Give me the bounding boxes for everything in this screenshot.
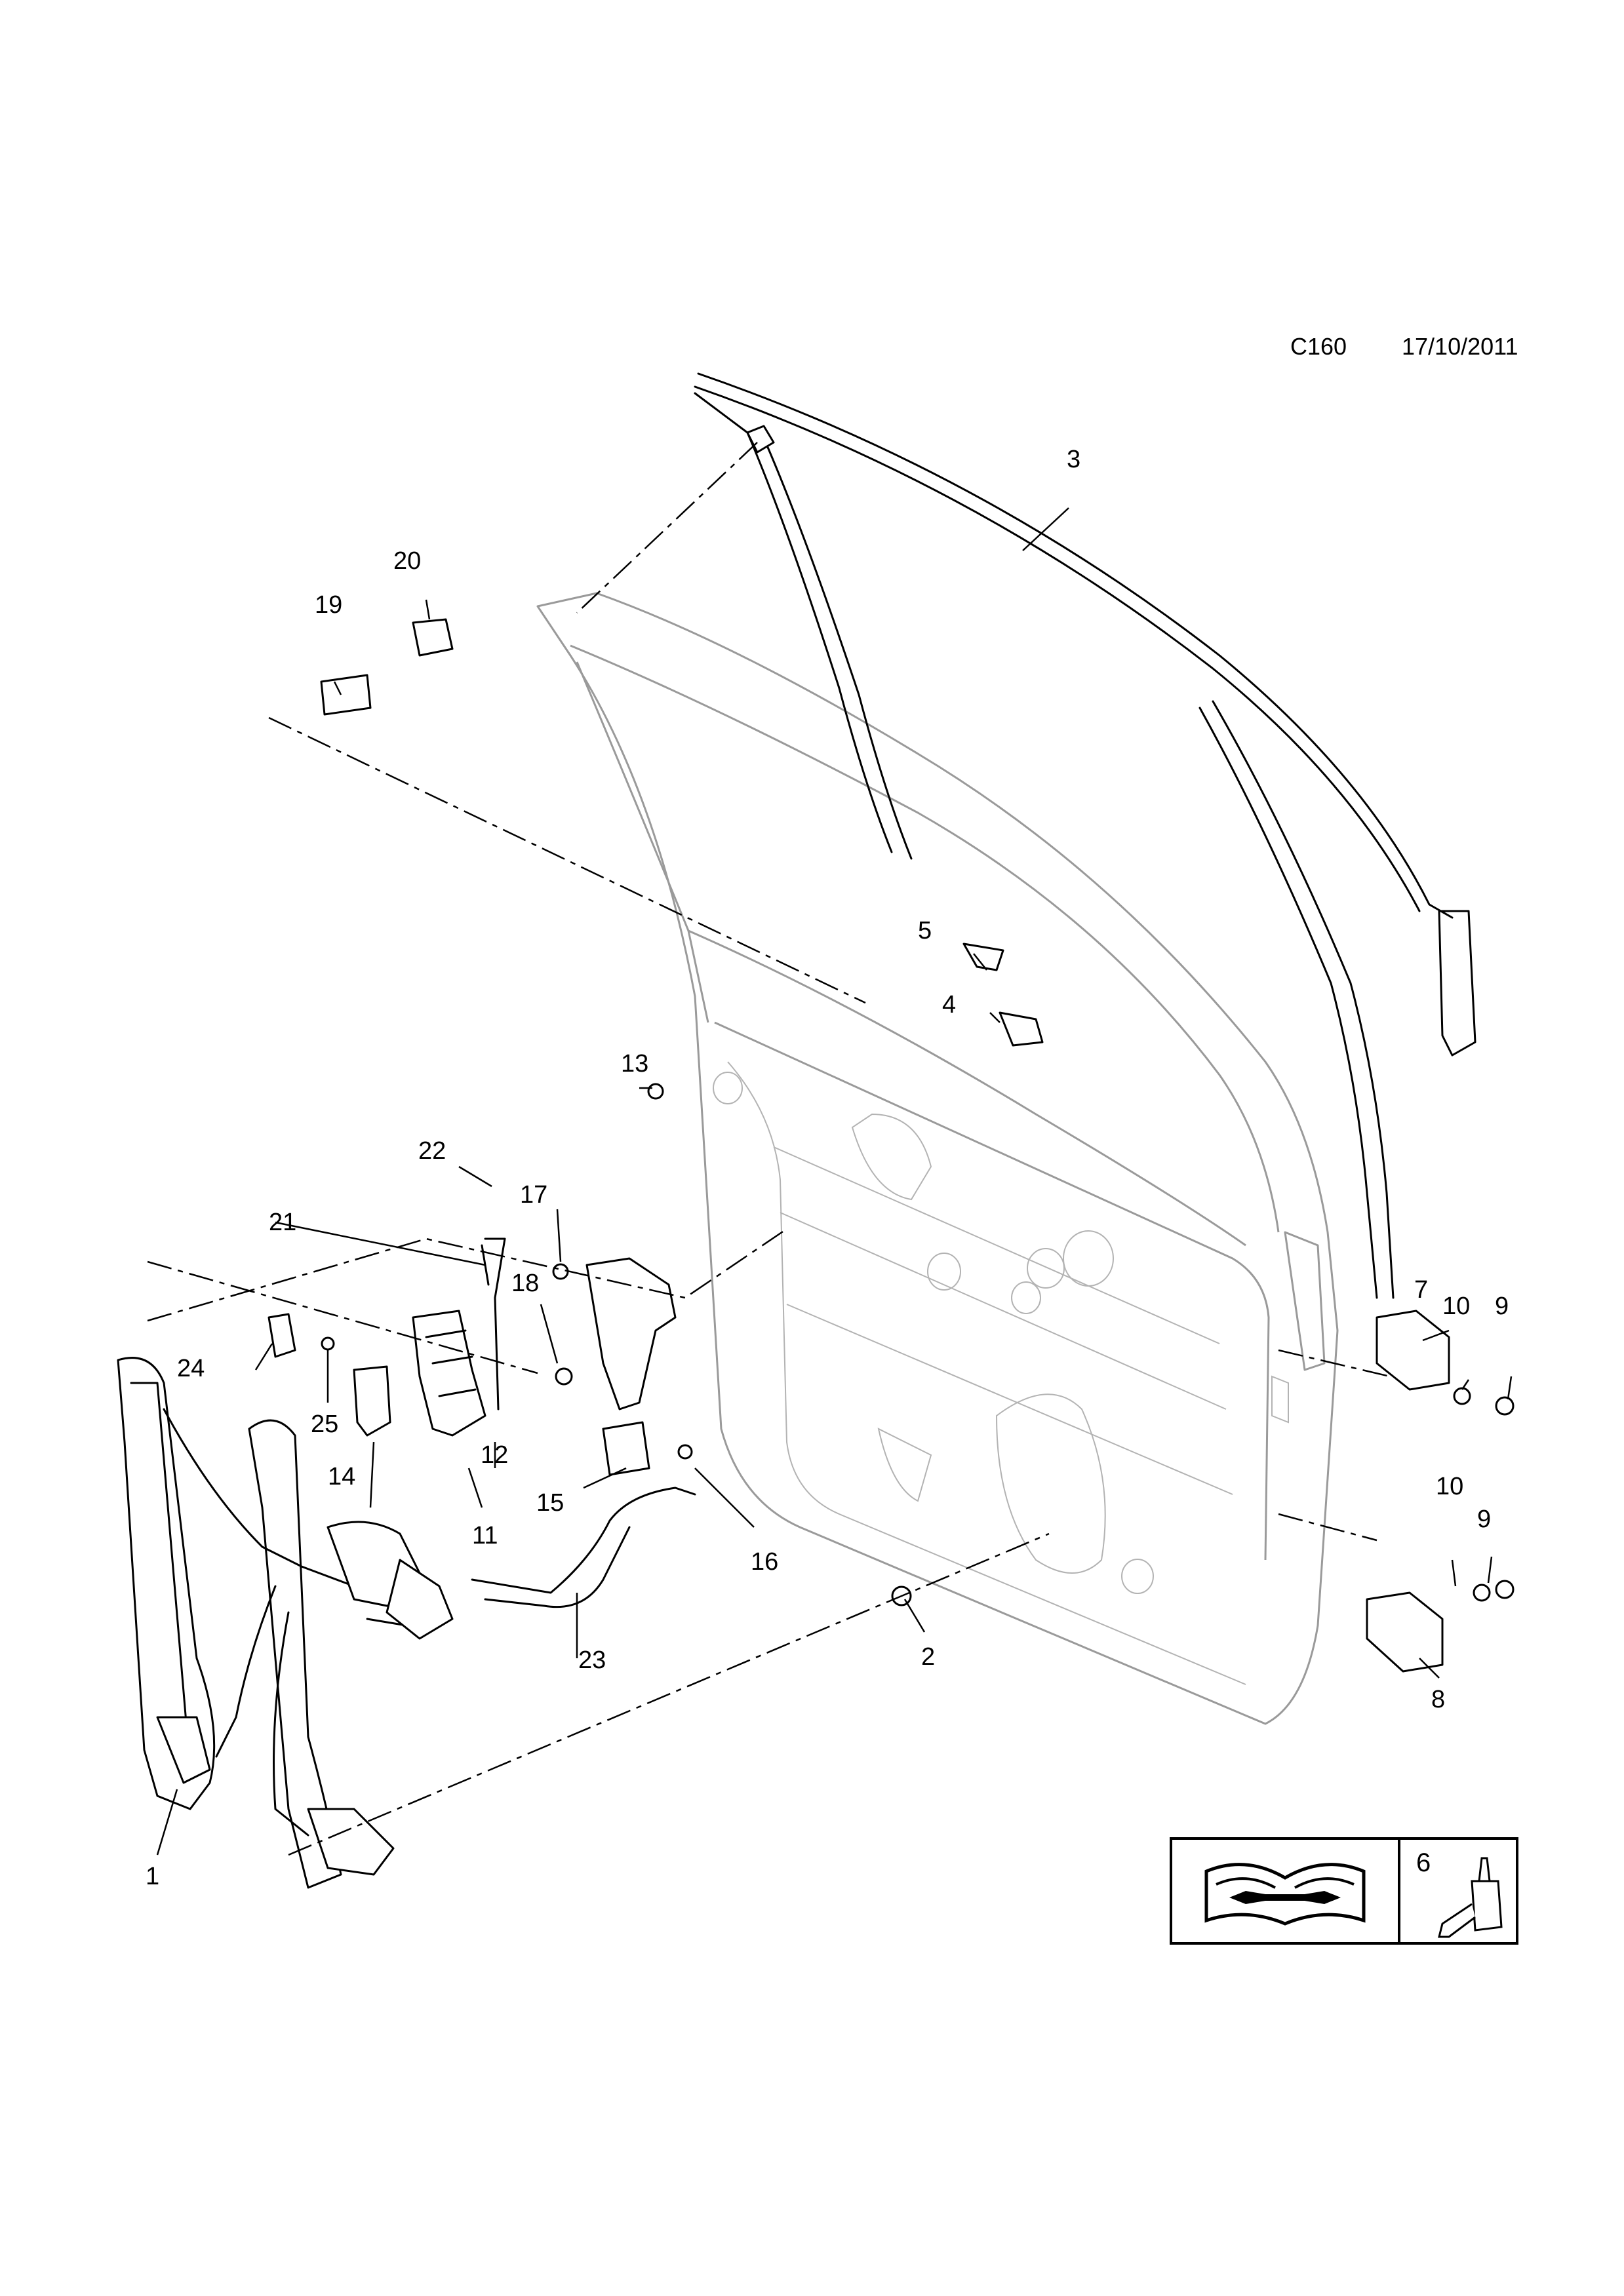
door-handle-cable — [471, 1487, 696, 1608]
callout-19: 19 — [315, 591, 342, 619]
callout-4: 4 — [942, 991, 956, 1019]
seal-clips — [962, 943, 1044, 1047]
lock-bracket — [353, 1365, 391, 1437]
callout-8: 8 — [1431, 1686, 1445, 1713]
adhesive-bottle-icon — [1438, 1857, 1503, 1938]
callout-11: 11 — [472, 1522, 498, 1549]
window-channel-seal — [694, 372, 1476, 1299]
callout-3: 3 — [1067, 446, 1080, 473]
callout-7: 7 — [1414, 1276, 1428, 1304]
callout-1: 1 — [146, 1863, 159, 1890]
callout-21: 21 — [269, 1209, 296, 1236]
lock-cylinder — [320, 618, 454, 716]
window-regulator — [117, 1357, 454, 1889]
door-lock — [412, 1310, 486, 1437]
callout-20: 20 — [393, 547, 421, 575]
callout-2: 2 — [921, 1643, 935, 1671]
fasteners — [321, 1083, 1515, 1606]
callout-labels: 1 2 3 4 5 7 8 9 9 10 10 11 12 13 14 15 1… — [146, 446, 1509, 1890]
door-inner-panel — [536, 592, 1339, 1725]
callout-15: 15 — [536, 1489, 564, 1517]
callout-17: 17 — [520, 1181, 547, 1209]
callout-13: 13 — [621, 1050, 648, 1078]
diagram-code: C160 — [1290, 333, 1347, 360]
legend-box: 6 — [1170, 1837, 1518, 1945]
callout-10-lower: 10 — [1436, 1473, 1463, 1500]
callout-22: 22 — [418, 1137, 446, 1165]
callout-24: 24 — [177, 1355, 205, 1382]
callout-12: 12 — [481, 1441, 508, 1469]
legend-callout-6: 6 — [1416, 1848, 1431, 1877]
leader-lines — [156, 507, 1513, 1856]
callout-10-upper: 10 — [1442, 1293, 1470, 1320]
open-book-wrench-icon — [1204, 1863, 1366, 1926]
callout-16: 16 — [751, 1548, 778, 1576]
callout-9-lower: 9 — [1477, 1506, 1491, 1533]
assembly-lines — [147, 442, 1391, 1856]
diagram-date: 17/10/2011 — [1402, 333, 1518, 360]
callout-5: 5 — [918, 917, 932, 944]
lock-cover — [585, 1257, 677, 1476]
callout-23: 23 — [578, 1646, 606, 1674]
door-hinges — [1366, 1310, 1450, 1673]
callout-14: 14 — [328, 1463, 355, 1490]
lock-rods — [481, 1237, 506, 1411]
rod-bracket — [267, 1313, 296, 1358]
callout-18: 18 — [511, 1270, 539, 1297]
callout-25: 25 — [311, 1411, 338, 1438]
callout-9-upper: 9 — [1495, 1293, 1509, 1320]
